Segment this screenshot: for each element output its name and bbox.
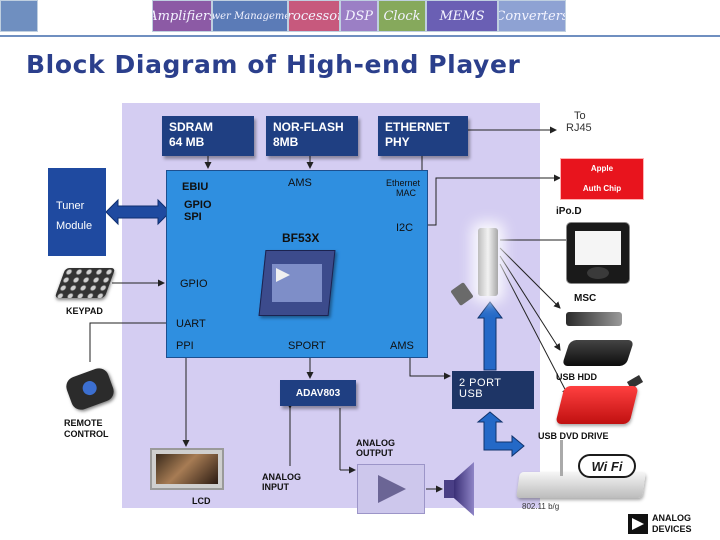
audio-output-box [357,464,425,514]
chip-uart: UART [176,318,206,330]
chip-gpio-spi-2: SPI [184,211,202,223]
chip-eth-mac-1: Ethernet [386,178,421,188]
rj45-label-2: RJ45 [566,122,592,134]
banner-tile-1: Amplifiers [152,0,212,32]
chip-ppi: PPI [176,340,194,352]
usb-stick-icon [566,312,622,326]
wifi-standard-label: 802.11 b/g [522,502,560,511]
ipod-label: iPo.D [556,206,582,217]
chip-eth-mac-2: MAC [396,188,416,198]
ethernet-phy-block: ETHERNET PHY [378,116,468,156]
speaker-icon [444,462,474,516]
ethernet-phy-label: ETHERNET [385,120,450,134]
analog-devices-logo-text-2: DEVICES [652,524,692,534]
norflash-label: NOR-FLASH [273,120,344,134]
adav803-block: ADAV803 [280,380,356,406]
chip-ams-bottom: AMS [390,340,414,352]
banner-tile-3: Processors [288,0,340,32]
chip-bf53x: BF53X [282,231,320,245]
router-antenna-icon [560,440,563,476]
analog-input-label-1: ANALOG [262,472,301,482]
remote-label-1: REMOTE [64,418,103,428]
wifi-logo: Wi Fi [578,454,636,478]
analog-output-label-2: OUTPUT [356,448,393,458]
banner-tile-7: Converters [498,0,566,32]
tuner-module-block: Tuner Module [48,168,106,256]
analog-output-label-1: ANALOG [356,438,395,448]
banner-tile-6: MEMS [426,0,498,32]
ethernet-phy-sub: PHY [385,135,410,149]
lcd-display-icon [150,448,224,490]
sdram-label: SDRAM [169,120,213,134]
banner-tile-0 [0,0,38,32]
sdram-block: SDRAM 64 MB [162,116,254,156]
apple-sub: Auth Chip [582,184,622,193]
tuner-sub: Module [56,220,93,232]
banner-tile-5: Clock [378,0,426,32]
banner-tile-2: Power Management [212,0,288,32]
chip-ams-top: AMS [288,177,312,189]
tuner-label: Tuner [56,200,85,212]
norflash-block: NOR-FLASH 8MB [266,116,358,156]
apple-label: Apple [590,164,614,173]
usb-label-1: 2 PORT [459,377,502,389]
keypad-label: KEYPAD [66,306,103,316]
header-banner: Amplifiers Power Management Processors D… [0,0,720,34]
analog-devices-logo-text-1: ANALOG [652,513,691,523]
page-title: Block Diagram of High-end Player [26,50,521,79]
usb-dvd-drive-label: USB DVD DRIVE [538,431,609,441]
usb-2port-block: 2 PORT USB [452,371,534,409]
analog-input-label-2: INPUT [262,482,289,492]
sdram-size: 64 MB [169,135,205,149]
chip-ebiu: EBIU [182,181,209,193]
banner-rule [0,35,720,37]
analog-devices-logo: ANALOG DEVICES [628,512,704,536]
chip-i2c: I2C [396,222,414,234]
usb-hdd-label: USB HDD [556,372,598,382]
usb-hub-icon [478,228,498,296]
chip-gpio: GPIO [180,278,208,290]
apple-auth-chip-block: Apple Auth Chip [560,158,644,200]
analog-devices-logo-icon [628,514,648,534]
rj45-label-1: To [574,110,586,122]
play-icon [378,475,406,503]
chip-gpio-spi-1: GPIO [184,199,212,211]
ipod-icon [566,222,630,284]
remote-label-2: CONTROL [64,429,109,439]
msc-label: MSC [574,293,597,304]
usb-label-2: USB [459,388,484,400]
usb-dvd-drive-icon [555,386,639,424]
banner-tile-4: DSP [340,0,378,32]
usb-hdd-icon [561,340,635,366]
wifi-logo-text: Wi Fi [591,458,623,474]
chip-sport: SPORT [288,340,326,352]
blackfin-chip-icon [258,250,336,316]
norflash-size: 8MB [273,135,299,149]
lcd-label: LCD [192,496,211,506]
